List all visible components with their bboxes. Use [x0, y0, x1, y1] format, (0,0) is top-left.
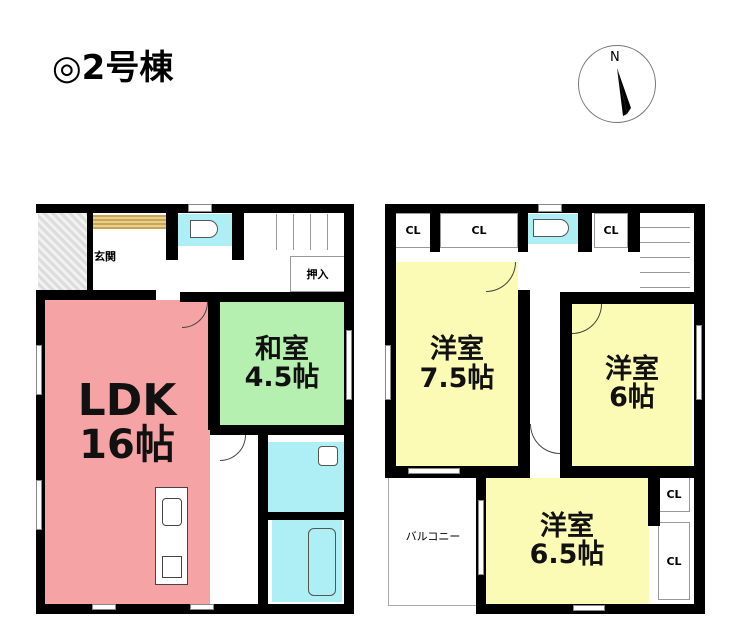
ldk-size: 16帖: [79, 422, 175, 469]
stairs-2f: [640, 213, 690, 293]
north-arrow-icon: [617, 68, 631, 116]
closet-4: CL: [658, 477, 690, 512]
compass: N: [578, 45, 656, 123]
shoe-shelf: [92, 215, 167, 229]
compass-north-label: N: [610, 50, 620, 65]
washitsu-size: 4.5帖: [244, 362, 320, 393]
closet-5: CL: [658, 522, 690, 600]
sink-icon: [318, 446, 338, 466]
room2-size: 6帖: [609, 382, 655, 413]
closet-1: CL: [395, 213, 431, 248]
entrance-porch: [38, 212, 88, 294]
building-title: ◎2号棟: [52, 48, 174, 88]
toilet-1f: [178, 214, 233, 246]
bathtub-icon: [308, 528, 336, 596]
ldk-name: LDK: [77, 374, 177, 426]
room3-size: 6.5帖: [529, 539, 605, 570]
washroom: [266, 442, 344, 512]
kitchen-counter: [155, 487, 188, 585]
closet-2: CL: [440, 213, 518, 248]
room2-name: 洋室: [605, 353, 659, 385]
oshiire-closet: 押入: [290, 256, 345, 292]
entrance-label: 玄関: [94, 250, 116, 263]
balcony-label: バルコニー: [405, 530, 461, 543]
room3-name: 洋室: [540, 510, 594, 542]
washitsu-name: 和室: [255, 333, 309, 365]
closet-3: CL: [594, 213, 628, 248]
stove-icon: [162, 556, 182, 578]
stairs-1f: [260, 214, 344, 250]
toilet-2f: [528, 214, 578, 244]
bathroom: [272, 520, 342, 602]
room1-size: 7.5帖: [419, 362, 495, 394]
room1-name: 洋室: [430, 334, 484, 366]
